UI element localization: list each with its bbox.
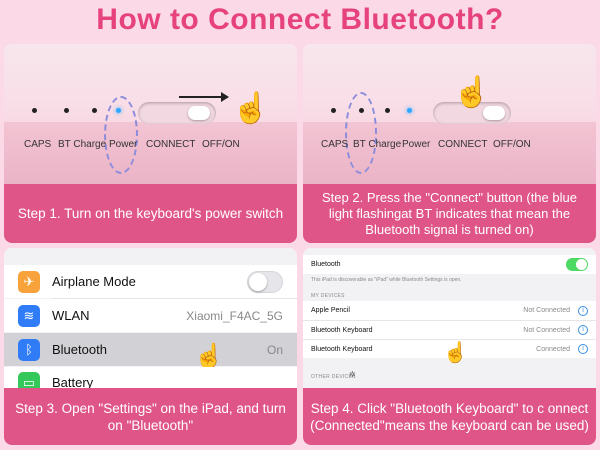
- connect-label: CONNECT: [146, 139, 196, 150]
- caps-led: [32, 108, 37, 113]
- device-status: Not Connected: [523, 326, 570, 334]
- device-name: Bluetooth Keyboard: [311, 326, 373, 334]
- row-label: Airplane Mode: [52, 274, 136, 289]
- airplane-icon: ✈: [18, 270, 40, 293]
- device-name: Bluetooth Keyboard: [311, 345, 373, 353]
- battery-icon: ▭: [18, 371, 40, 388]
- hand-pointer-icon: ☝: [443, 342, 468, 364]
- ipad-bluetooth-screen: Bluetooth This iPad is discoverable as "…: [303, 248, 596, 388]
- bluetooth-toggle[interactable]: [566, 258, 588, 271]
- device-status: Not Connected: [523, 307, 570, 314]
- bt-led: [64, 108, 69, 113]
- row-value: Xiaomi_F4AC_5G: [186, 308, 283, 323]
- bt-charge-label: BT Charge: [58, 139, 107, 150]
- hand-pointer-icon: ☝: [194, 343, 224, 370]
- keyboard-photo: ☝ CAPS BT Charge Power CONNECT OFF/ON: [4, 44, 297, 184]
- caps-label: CAPS: [321, 139, 349, 150]
- hand-pointer-icon: ☝: [232, 92, 270, 125]
- step1-caption: Step 1. Turn on the keyboard's power swi…: [4, 184, 297, 243]
- bt-charge-label: BT Charge: [353, 139, 402, 150]
- power-switch: [138, 102, 216, 124]
- wifi-icon: ≋: [18, 304, 40, 327]
- info-icon[interactable]: i: [578, 325, 588, 335]
- bluetooth-label: Bluetooth: [311, 261, 341, 268]
- highlight-oval: [104, 96, 138, 174]
- my-devices-header: MY DEVICES: [311, 293, 345, 299]
- power-led: [407, 108, 412, 113]
- highlight-oval: [345, 92, 377, 174]
- keyboard-photo: ☝ CAPS BT Charge Power CONNECT OFF/ON: [303, 44, 596, 184]
- power-label: Power: [109, 139, 138, 150]
- caps-label: CAPS: [24, 139, 52, 150]
- step1-panel: ☝ CAPS BT Charge Power CONNECT OFF/ON St…: [4, 44, 297, 243]
- discoverable-note: This iPad is discoverable as "iPad" whil…: [311, 277, 462, 283]
- step2-panel: ☝ CAPS BT Charge Power CONNECT OFF/ON St…: [303, 44, 596, 243]
- step3-panel: ✈ Airplane Mode ≋ WLAN Xiaomi_F4AC_5G ᛒ …: [4, 248, 297, 445]
- off-on-label: OFF/ON: [202, 139, 240, 150]
- device-row[interactable]: Apple Pencil Not Connected i: [303, 301, 596, 320]
- device-name: Apple Pencil: [311, 307, 350, 314]
- bluetooth-toggle-row[interactable]: Bluetooth: [303, 255, 596, 274]
- loading-spinner-icon: ✲: [349, 370, 356, 379]
- caps-led: [331, 108, 336, 113]
- device-row[interactable]: Bluetooth Keyboard Connected i: [303, 339, 596, 358]
- row-label: Battery: [52, 375, 94, 388]
- arrow-icon: [179, 92, 229, 102]
- row-value: On: [266, 342, 283, 357]
- connect-label: CONNECT: [438, 139, 488, 150]
- charge-led: [385, 108, 390, 113]
- info-icon[interactable]: i: [578, 344, 588, 354]
- row-label: Bluetooth: [52, 342, 107, 357]
- settings-row-battery[interactable]: ▭ Battery: [4, 367, 297, 388]
- charge-led: [92, 108, 97, 113]
- device-status: Connected: [536, 345, 570, 353]
- step2-caption: Step 2. Press the "Connect" button (the …: [303, 184, 596, 243]
- info-icon[interactable]: i: [578, 305, 588, 316]
- step4-panel: Bluetooth This iPad is discoverable as "…: [303, 248, 596, 445]
- row-label: WLAN: [52, 308, 90, 323]
- other-devices-header: OTHER DEVICES: [311, 374, 356, 380]
- off-on-label: OFF/ON: [493, 139, 531, 150]
- step4-caption: Step 4. Click "Bluetooth Keyboard" to c …: [303, 388, 596, 445]
- settings-row-wlan[interactable]: ≋ WLAN Xiaomi_F4AC_5G: [4, 299, 297, 332]
- device-row[interactable]: Bluetooth Keyboard Not Connected i: [303, 320, 596, 339]
- ipad-settings-screen: ✈ Airplane Mode ≋ WLAN Xiaomi_F4AC_5G ᛒ …: [4, 248, 297, 388]
- airplane-toggle[interactable]: [247, 270, 283, 293]
- settings-row-airplane[interactable]: ✈ Airplane Mode: [4, 265, 297, 298]
- step3-caption: Step 3. Open "Settings" on the iPad, and…: [4, 388, 297, 445]
- bluetooth-icon: ᛒ: [18, 338, 40, 361]
- power-label: Power: [402, 139, 431, 150]
- settings-row-bluetooth[interactable]: ᛒ Bluetooth On ☝: [4, 333, 297, 370]
- page-title: How to Connect Bluetooth?: [96, 3, 504, 36]
- hand-pointer-icon: ☝: [453, 76, 491, 109]
- power-switch: [433, 102, 511, 124]
